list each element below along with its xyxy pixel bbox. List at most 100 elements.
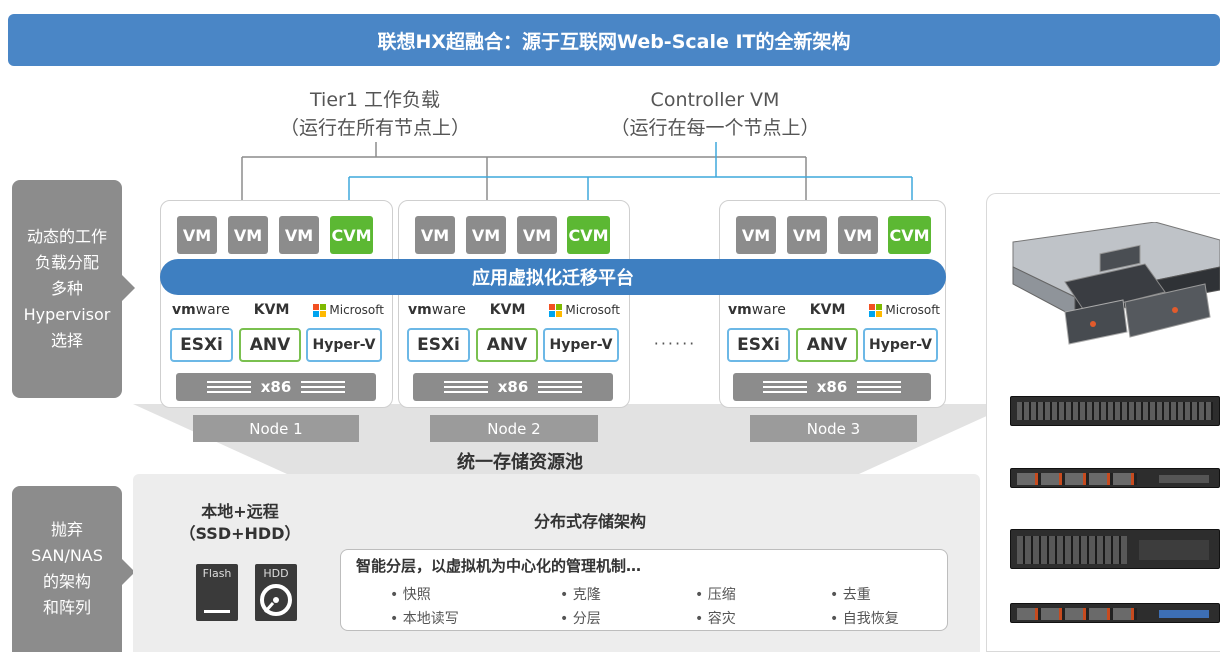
vmware-logo: vmware — [728, 302, 786, 318]
kvm-logo: KVM — [253, 302, 290, 318]
x86-lines-icon — [762, 381, 807, 393]
storage-array-image — [1010, 396, 1220, 426]
esxi-box: ESXi — [170, 328, 233, 362]
microsoft-logo: Microsoft — [869, 303, 940, 317]
server-open-chassis-image — [1012, 222, 1220, 345]
controller-label-line2: （运行在每一个节点上） — [610, 117, 820, 139]
microsoft-logo-text: Microsoft — [565, 303, 620, 317]
vendor-row: vmware KVM Microsoft — [408, 302, 620, 318]
feature-text: 去重 — [842, 587, 871, 603]
vm-box: VM — [279, 216, 319, 254]
feature-item: • 本地读写 — [390, 611, 459, 627]
local-remote-label: 本地+远程 （SSD+HDD） — [160, 501, 320, 545]
tier1-label-line2: （运行在所有节点上） — [279, 117, 470, 139]
unified-storage-pool-label: 统一存储资源池 — [457, 452, 583, 473]
abandon-line-1: 抛弃 — [50, 520, 83, 539]
dynamic-line-3: 多种 — [50, 279, 83, 298]
dynamic-line-5: 选择 — [50, 331, 83, 350]
dynamic-workload-panel: 动态的工作 负载分配 多种 Hypervisor 选择 — [12, 180, 122, 398]
feature-text: 容灾 — [707, 611, 736, 627]
abandon-line-3: 的架构 — [42, 572, 91, 591]
feature-text: 快照 — [402, 587, 431, 603]
microsoft-logo: Microsoft — [549, 303, 620, 317]
abandon-san-panel: 抛弃 SAN/NAS 的架构 和阵列 — [12, 486, 122, 652]
esxi-box: ESXi — [407, 328, 470, 362]
node-label-2: Node 2 — [430, 415, 598, 442]
feature-item: • 克隆 — [560, 587, 601, 603]
cvm-box: CVM — [567, 216, 610, 254]
x86-label: x86 — [497, 378, 529, 396]
controller-vm-label: Controller VM （运行在每一个节点上） — [600, 86, 830, 142]
x86-hardware-bar: x86 — [176, 373, 376, 401]
vm-box: VM — [228, 216, 268, 254]
vmware-logo-vm: vm — [408, 302, 432, 318]
feature-item: • 快照 — [390, 587, 431, 603]
microsoft-windows-icon — [549, 303, 563, 317]
distributed-storage-title: 分布式存储架构 — [533, 512, 646, 531]
abandon-line-2: SAN/NAS — [31, 546, 103, 565]
feature-text: 自我恢复 — [842, 611, 899, 627]
vmware-logo: vmware — [408, 302, 466, 318]
feature-item: • 自我恢复 — [830, 611, 899, 627]
local-remote-line1: 本地+远程 — [201, 502, 279, 521]
x86-lines-icon — [301, 381, 346, 393]
microsoft-logo: Microsoft — [313, 303, 384, 317]
feature-item: • 容灾 — [695, 611, 736, 627]
vendor-row: vmware KVM Microsoft — [172, 302, 384, 318]
dynamic-line-1: 动态的工作 — [26, 227, 107, 246]
microsoft-windows-icon — [313, 303, 327, 317]
controller-label-line1: Controller VM — [650, 89, 780, 111]
feature-text: 压缩 — [707, 587, 736, 603]
cvm-box: CVM — [888, 216, 931, 254]
vmware-logo-vm: vm — [172, 302, 196, 318]
anv-box: ANV — [239, 328, 301, 362]
x86-lines-icon — [443, 381, 488, 393]
feature-box — [340, 549, 948, 631]
feature-title: 智能分层，以虚拟机为中心化的管理机制… — [356, 557, 642, 575]
x86-hardware-bar: x86 — [733, 373, 931, 401]
cvm-box: CVM — [330, 216, 373, 254]
hyper-v-box: Hyper-V — [306, 328, 382, 362]
hyper-v-box: Hyper-V — [543, 328, 619, 362]
dynamic-panel-pointer — [121, 274, 135, 302]
feature-item: • 压缩 — [695, 587, 736, 603]
node-label-3: Node 3 — [750, 415, 917, 442]
vmware-logo-ware: ware — [751, 302, 786, 318]
node-label-1: Node 1 — [193, 415, 359, 442]
vmware-logo-ware: ware — [431, 302, 466, 318]
x86-label: x86 — [260, 378, 292, 396]
vm-box: VM — [517, 216, 557, 254]
dynamic-line-4: Hypervisor — [23, 305, 111, 324]
flash-drive-icon: Flash — [196, 564, 238, 621]
vm-box: VM — [466, 216, 506, 254]
vendor-row: vmware KVM Microsoft — [728, 302, 940, 318]
title-banner: 联想HX超融合：源于互联网Web-Scale IT的全新架构 — [8, 14, 1220, 66]
feature-text: 本地读写 — [402, 611, 459, 627]
hdd-label: HDD — [263, 567, 289, 580]
vmware-logo-vm: vm — [728, 302, 752, 318]
feature-text: 分层 — [572, 611, 601, 627]
x86-lines-icon — [206, 381, 251, 393]
server-2u-image — [1010, 529, 1220, 569]
vm-box: VM — [177, 216, 217, 254]
abandon-line-4: 和阵列 — [42, 598, 91, 617]
vm-box: VM — [415, 216, 455, 254]
server-1u-image — [1010, 468, 1220, 488]
vm-box: VM — [838, 216, 878, 254]
abandon-panel-pointer — [121, 558, 135, 586]
tier1-label-line1: Tier1 工作负载 — [310, 89, 440, 111]
feature-text: 克隆 — [572, 587, 601, 603]
feature-item: • 去重 — [830, 587, 871, 603]
microsoft-windows-icon — [869, 303, 883, 317]
vm-box: VM — [736, 216, 776, 254]
microsoft-logo-text: Microsoft — [885, 303, 940, 317]
dynamic-line-2: 负载分配 — [34, 253, 99, 272]
feature-item: • 分层 — [560, 611, 601, 627]
microsoft-logo-text: Microsoft — [329, 303, 384, 317]
more-nodes-ellipsis: ······ — [653, 334, 697, 353]
hyper-v-box: Hyper-V — [863, 328, 938, 362]
x86-hardware-bar: x86 — [413, 373, 613, 401]
anv-box: ANV — [476, 328, 538, 362]
x86-lines-icon — [857, 381, 902, 393]
